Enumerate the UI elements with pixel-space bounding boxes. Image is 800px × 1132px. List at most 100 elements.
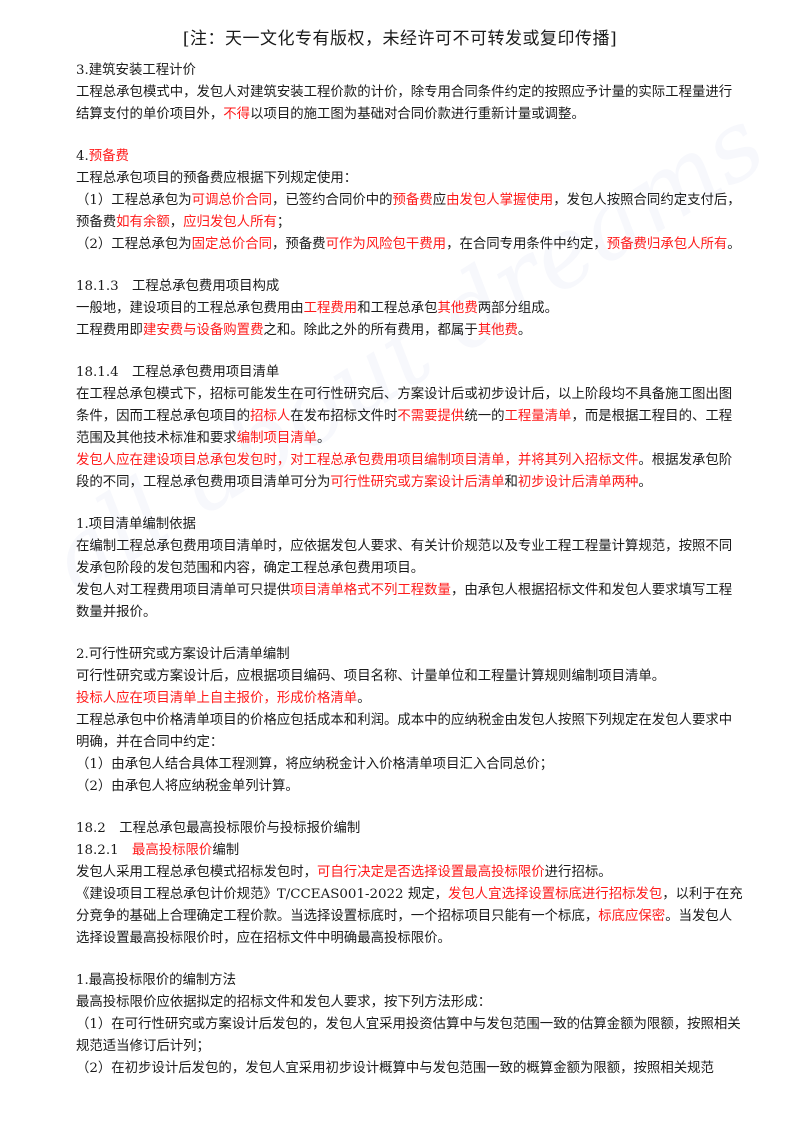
body-text: 一般地，建设项目的工程总承包费用由 [76, 301, 304, 316]
highlighted-text: 标底应保密 [598, 909, 666, 924]
body-text: 。 [357, 691, 371, 706]
paragraph: 发包人采用工程总承包模式招标发包时，可自行决定是否选择设置最高投标限价进行招标。 [76, 862, 744, 884]
highlighted-text: 发包人宜选择设置标底进行招标发包 [448, 887, 663, 902]
highlighted-text: 固定总价合同 [191, 237, 272, 252]
paragraph: 投标人应在项目清单上自主报价，形成价格清单。 [76, 688, 744, 710]
body-text: （1）在可行性研究或方案设计后发包的，发包人宜采用投资估算中与发包范围一致的估算… [76, 1017, 741, 1054]
body-text: 。根据发承包阶段的不同，工程总承包费用项目清单可分为 [76, 453, 733, 490]
paragraph-gap [76, 950, 744, 970]
section-heading: 18.1.4 工程总承包费用项目清单 [76, 362, 744, 384]
paragraph: （1）在可行性研究或方案设计后发包的，发包人宜采用投资估算中与发包范围一致的估算… [76, 1014, 744, 1058]
paragraph: （1）工程总承包为可调总价合同，已签约合同价中的预备费应由发包人掌握使用，发包人… [76, 190, 744, 234]
body-text: 发包人对工程费用项目清单可只提供 [76, 583, 291, 598]
body-text: 在发布招标文件时 [290, 409, 398, 424]
body-text: ； [276, 215, 291, 230]
highlighted-text: 预备费 [88, 149, 129, 164]
body-text: 在编制工程总承包费用项目清单时，应依据发包人要求、有关计价规范以及专业工程工程量… [76, 539, 733, 576]
section-heading: 3.建筑安装工程计价 [76, 60, 744, 82]
body-text: ，由承包人根据招标文件和发包人要求填写工程数量并报价。 [76, 583, 733, 620]
body-text: 工程总承包模式中，发包人对建筑安装工程价款的计价，除专用合同条件约定的按照应予计… [76, 85, 733, 122]
highlighted-text: 预备费归承包人所有 [606, 237, 728, 252]
paragraph: 可行性研究或方案设计后，应根据项目编码、项目名称、计量单位和工程量计算规则编制项… [76, 666, 744, 688]
body-text: 1.最高投标限价的编制方法 [76, 973, 237, 988]
paragraph: 发包人应在建设项目总承包发包时，对工程总承包费用项目编制项目清单，并将其列入招标… [76, 450, 744, 494]
body-text: 编制 [212, 843, 240, 858]
highlighted-text: 预备费 [392, 193, 433, 208]
paragraph: 工程总承包模式中，发包人对建筑安装工程价款的计价，除专用合同条件约定的按照应予计… [76, 82, 744, 126]
paragraph: 发包人对工程费用项目清单可只提供项目清单格式不列工程数量，由承包人根据招标文件和… [76, 580, 744, 624]
paragraph: 在工程总承包模式下，招标可能发生在可行性研究后、方案设计后或初步设计后，以上阶段… [76, 384, 744, 450]
highlighted-text: 工程费用 [303, 301, 358, 316]
body-text: 。 [638, 475, 652, 490]
body-text: 18.2 工程总承包最高投标限价与投标报价编制 [76, 821, 361, 836]
section-heading: 18.1.3 工程总承包费用项目构成 [76, 276, 744, 298]
highlighted-text: 可作为风险包干费用 [325, 237, 447, 252]
body-text: 18.1.3 工程总承包费用项目构成 [76, 279, 280, 294]
body-text: ，已签约合同价中的 [272, 193, 393, 208]
body-text: 之和。除此之外的所有费用，都属于 [263, 323, 478, 338]
body-text: 和 [504, 475, 518, 490]
highlighted-text: 工程量清单 [504, 409, 572, 424]
paragraph-gap [76, 342, 744, 362]
body-text: 3.建筑安装工程计价 [76, 63, 196, 78]
body-text: 两部分组成。 [477, 301, 559, 316]
body-text: ，预备费 [272, 237, 326, 252]
paragraph: （2）由承包人将应纳税金单列计算。 [76, 776, 744, 798]
highlighted-text: 可自行决定是否选择设置最高投标限价 [317, 865, 545, 880]
body-text: 和工程总承包 [357, 301, 438, 316]
highlighted-text: 投标人应在项目清单上自主报价，形成价格清单 [76, 691, 358, 706]
section-heading: 1.最高投标限价的编制方法 [76, 970, 744, 992]
paragraph-gap [76, 494, 744, 514]
section-heading: 1.项目清单编制依据 [76, 514, 744, 536]
body-text: 。 [727, 237, 741, 252]
body-text: 。当发包人选择设置最高投标限价时，应在招标文件中明确最高投标限价。 [76, 909, 733, 946]
highlighted-text: 不得 [223, 107, 251, 122]
paragraph-gap [76, 798, 744, 818]
highlighted-text: 招标人 [250, 409, 291, 424]
highlighted-text: 由发包人掌握使用 [446, 193, 554, 208]
paragraph-gap [76, 256, 744, 276]
highlighted-text: 不需要提供 [397, 409, 465, 424]
body-text: 可行性研究或方案设计后，应根据项目编码、项目名称、计量单位和工程量计算规则编制项… [76, 669, 666, 684]
body-text: 《建设项目工程总承包计价规范》T/CCEAS001-2022 规定， [76, 887, 449, 902]
paragraph: （2）工程总承包为固定总价合同，预备费可作为风险包干费用，在合同专用条件中约定，… [76, 234, 744, 256]
body-text: 发包人采用工程总承包模式招标发包时， [76, 865, 318, 880]
highlighted-text: 其他费 [437, 301, 478, 316]
body-text: 。 [317, 431, 331, 446]
body-text: 工程总承包项目的预备费应根据下列规定使用： [76, 171, 358, 186]
body-text: 工程总承包中价格清单项目的价格应包括成本和利润。成本中的应纳税金由发包人按照下列… [76, 713, 733, 750]
highlighted-text: 发包人应在建设项目总承包发包时，对工程总承包费用项目编制项目清单，并将其列入招标… [76, 453, 639, 468]
paragraph: 《建设项目工程总承包计价规范》T/CCEAS001-2022 规定，发包人宜选择… [76, 884, 744, 950]
body-text: ，发包人按照合同约定支付后，预备费 [76, 193, 741, 230]
document-body: 3.建筑安装工程计价工程总承包模式中，发包人对建筑安装工程价款的计价，除专用合同… [76, 60, 744, 1080]
body-text: 最高投标限价应依据拟定的招标文件和发包人要求，按下列方法形成： [76, 995, 492, 1010]
highlighted-text: 应归发包人所有 [183, 215, 277, 230]
paragraph: 最高投标限价应依据拟定的招标文件和发包人要求，按下列方法形成： [76, 992, 744, 1014]
highlighted-text: 编制项目清单 [236, 431, 318, 446]
paragraph: （1）由承包人结合具体工程测算，将应纳税金计入价格清单项目汇入合同总价； [76, 754, 744, 776]
paragraph: 18.2.1 最高投标限价编制 [76, 840, 744, 862]
highlighted-text: 可行性研究或方案设计后清单 [330, 475, 505, 490]
highlighted-text: 项目清单格式不列工程数量 [290, 583, 451, 598]
paragraph: 工程费用即建安费与设备购置费之和。除此之外的所有费用，都属于其他费。 [76, 320, 744, 342]
body-text: 。 [517, 323, 532, 338]
body-text: 4. [76, 149, 89, 164]
body-text: ，而是根据工程目的、工程范围及其他技术标准和要求 [76, 409, 733, 446]
body-text: 18.2.1 [76, 843, 132, 858]
body-text: （2）工程总承包为 [76, 237, 192, 252]
body-text: （2）由承包人将应纳税金单列计算。 [76, 779, 299, 794]
highlighted-text: 可调总价合同 [191, 193, 272, 208]
section-heading: 18.2 工程总承包最高投标限价与投标报价编制 [76, 818, 744, 840]
body-text: ， [169, 215, 184, 230]
section-heading: 2.可行性研究或方案设计后清单编制 [76, 644, 744, 666]
body-text: 1.项目清单编制依据 [76, 517, 196, 532]
body-text: 应 [432, 193, 447, 208]
highlighted-text: 建安费与设备购置费 [142, 323, 264, 338]
body-text: 进行招标。 [544, 865, 612, 880]
body-text: 以项目的施工图为基础对合同价款进行重新计量或调整。 [250, 107, 585, 122]
paragraph: （2）在初步设计后发包的，发包人宜采用初步设计概算中与发包范围一致的概算金额为限… [76, 1058, 744, 1080]
paragraph: 一般地，建设项目的工程总承包费用由工程费用和工程总承包其他费两部分组成。 [76, 298, 744, 320]
body-text: 18.1.4 工程总承包费用项目清单 [76, 365, 280, 380]
body-text: 在工程总承包模式下，招标可能发生在可行性研究后、方案设计后或初步设计后，以上阶段… [76, 387, 733, 424]
paragraph: 工程总承包项目的预备费应根据下列规定使用： [76, 168, 744, 190]
